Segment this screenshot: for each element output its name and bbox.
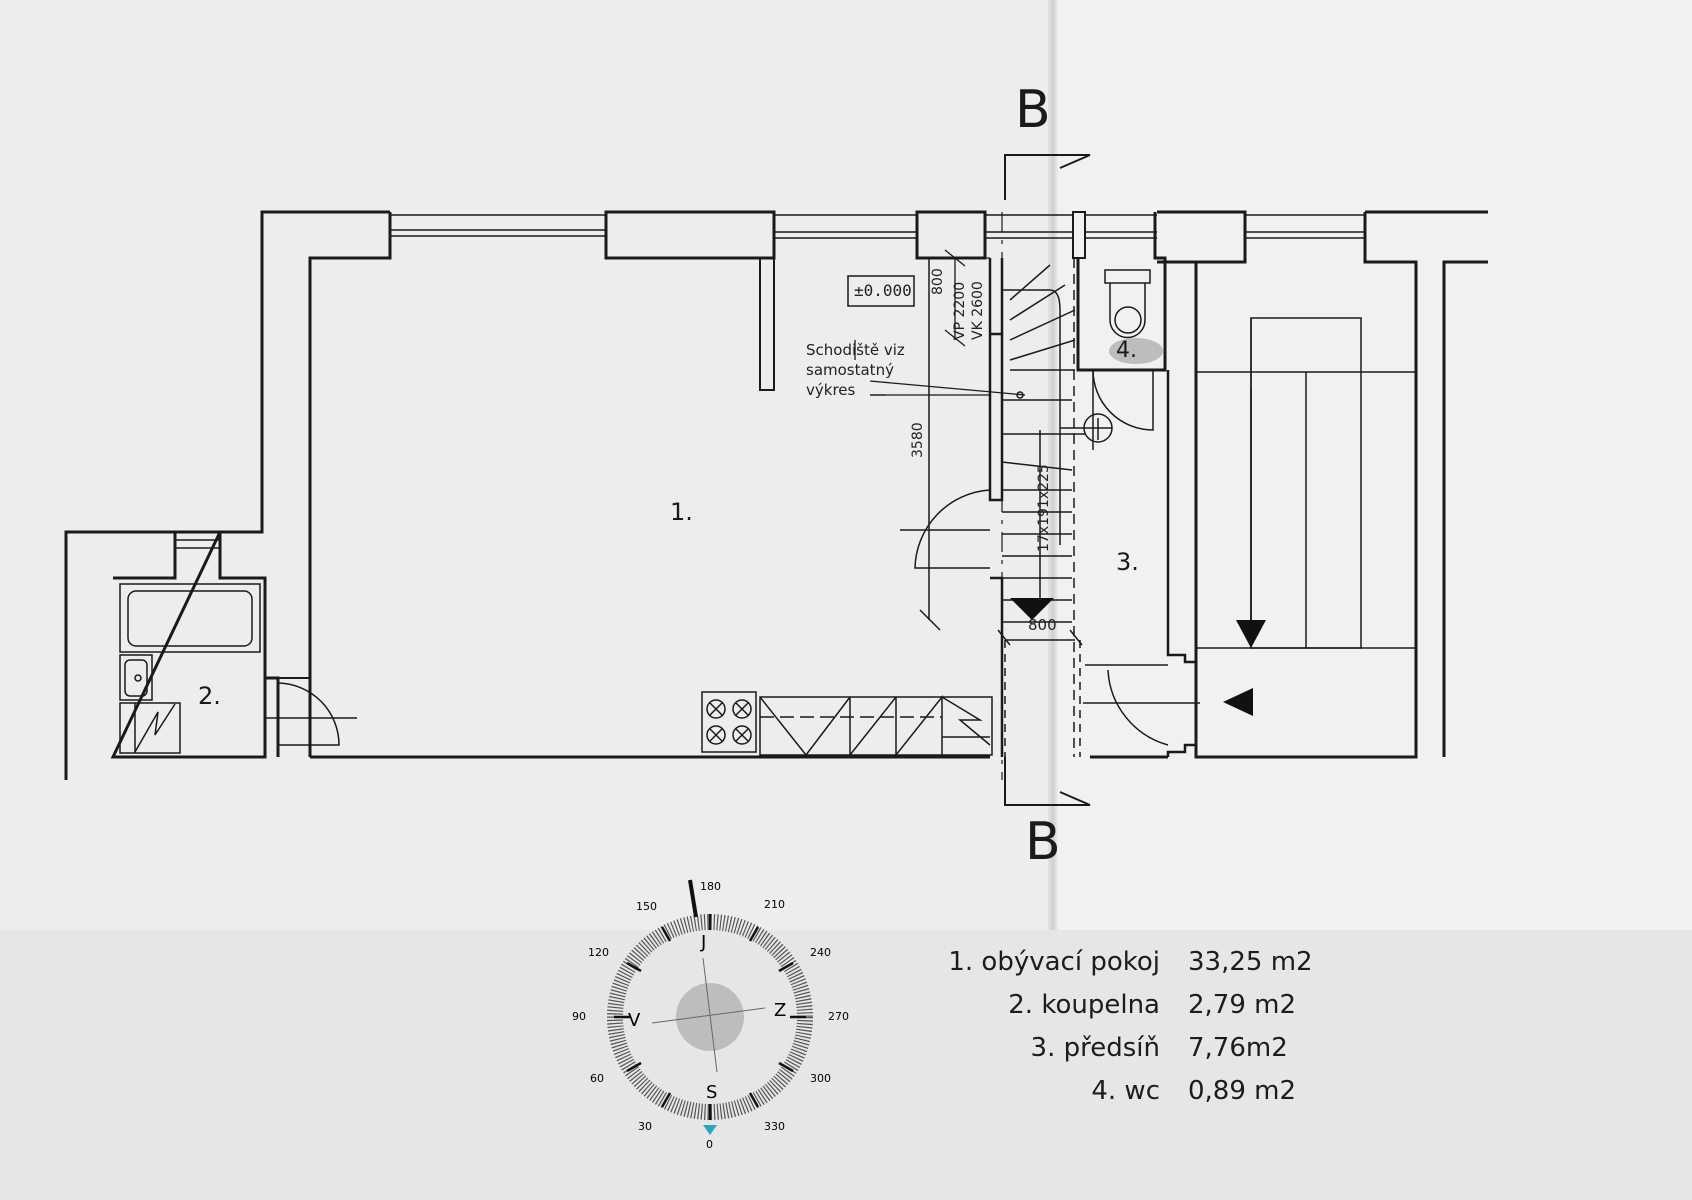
legend-room-area: 33,25 m2	[1188, 946, 1313, 977]
compass-cardinal-z: Z	[774, 1000, 787, 1021]
room4-highlight	[1109, 338, 1163, 364]
windows	[390, 214, 1365, 239]
level-mark-box	[847, 275, 915, 307]
room-label-1: 1.	[670, 498, 693, 526]
compass-marker-icon	[703, 1125, 717, 1135]
room-label-4: 4.	[1116, 338, 1137, 363]
legend-room-area: 7,76m2	[1188, 1032, 1288, 1063]
legend-row: 3. předsíň 7,76m2	[920, 1026, 1340, 1069]
down-arrow-right	[1236, 620, 1266, 648]
compass-cardinal-j: J	[701, 932, 707, 953]
compass-deg-270: 270	[828, 1010, 849, 1023]
compass-deg-330: 330	[764, 1120, 785, 1133]
room-label-3: 3.	[1116, 548, 1139, 576]
paper-right-sheet	[1052, 0, 1692, 930]
compass-major-ticks	[614, 914, 806, 1120]
legend-room-name: 2. koupelna	[1008, 989, 1160, 1020]
compass-cardinal-s: S	[706, 1082, 718, 1103]
compass-deg-210: 210	[764, 898, 785, 911]
stair-note-leader	[869, 380, 1026, 396]
compass-deg-300: 300	[810, 1072, 831, 1085]
staircase	[997, 258, 1085, 757]
paper-fold-shadow	[1048, 0, 1058, 930]
door-swing-living	[900, 258, 991, 631]
compass-deg-120: 120	[588, 946, 609, 959]
bathroom-fixtures	[119, 583, 261, 754]
kitchen-counter	[701, 691, 993, 758]
compass-needle	[688, 879, 698, 918]
compass-deg-240: 240	[810, 946, 831, 959]
stair-note-line-1: Schodiště viz	[806, 341, 905, 359]
legend-room-area: 0,89 m2	[1188, 1075, 1297, 1106]
dimension-3580: 3580	[910, 422, 926, 458]
legend-room-area: 2,79 m2	[1188, 989, 1297, 1020]
compass-cardinal-v: V	[628, 1010, 641, 1031]
right-block-fixtures	[1196, 317, 1416, 649]
compass-deg-30: 30	[638, 1120, 652, 1133]
dimension-vk: VK 2600	[970, 281, 986, 340]
dimension-vp: VP 2200	[952, 281, 968, 340]
compass-dial	[607, 879, 813, 1135]
compass-deg-60: 60	[590, 1072, 604, 1085]
compass-deg-0: 0	[706, 1138, 713, 1151]
legend-row: 4. wc 0,89 m2	[920, 1069, 1340, 1112]
legend-row: 2. koupelna 2,79 m2	[920, 983, 1340, 1026]
stove-burners-icon	[706, 699, 752, 745]
legend-room-name: 4. wc	[1091, 1075, 1160, 1106]
compass-deg-180: 180	[700, 880, 721, 893]
hallway-fixtures	[1060, 369, 1200, 746]
stair-note-line-3: výkres	[806, 381, 856, 399]
stair-note-line-2: samostatný	[806, 361, 894, 379]
section-mark-bottom: B	[1025, 812, 1061, 872]
door-swing-bathroom	[265, 682, 357, 757]
room-label-2: 2.	[198, 682, 221, 710]
left-arrow-right	[1223, 688, 1253, 716]
stair-direction-arrow	[1010, 598, 1054, 620]
walls	[64, 210, 1488, 780]
area-legend: 1. obývací pokoj 33,25 m2 2. koupelna 2,…	[920, 940, 1340, 1112]
toilet-icon	[1104, 269, 1151, 339]
stair-note: Schodiště viz samostatný výkres	[806, 340, 905, 400]
dimension-800-bottom: 800	[1028, 616, 1057, 634]
section-mark-top: B	[1015, 80, 1051, 140]
compass-deg-150: 150	[636, 900, 657, 913]
legend-row: 1. obývací pokoj 33,25 m2	[920, 940, 1340, 983]
compass: J V Z S 180 210 240 270 300 330 0 30 60 …	[560, 860, 860, 1160]
dimension-800-top: 800	[930, 268, 946, 295]
dimension-lines	[854, 249, 990, 396]
compass-deg-90: 90	[572, 1010, 586, 1023]
section-line-b	[1001, 154, 1091, 806]
dimension-stairs: 17x191x225	[1036, 464, 1052, 552]
level-mark: ±0.000	[854, 281, 912, 300]
legend-room-name: 1. obývací pokoj	[948, 946, 1160, 977]
legend-room-name: 3. předsíň	[1030, 1032, 1160, 1063]
legend-background	[0, 930, 1692, 1200]
